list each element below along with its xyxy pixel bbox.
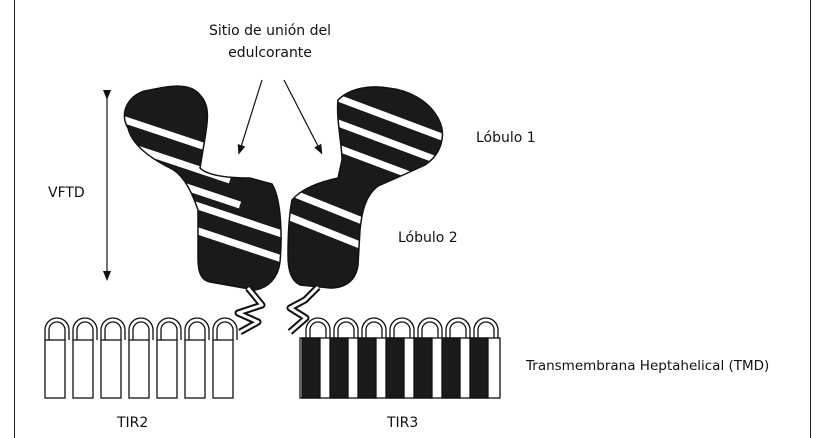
lobe2-label: Lóbulo 2 (398, 229, 458, 247)
lobe1-label: Lóbulo 1 (476, 129, 536, 147)
binding-site-label: Sitio de unión del edulcorante (180, 20, 360, 64)
tir3-label: TIR3 (387, 414, 418, 432)
left-vft-domain (100, 80, 300, 300)
right-vft-domain (280, 80, 450, 295)
tmd-label: Transmembrana Heptahelical (TMD) (526, 357, 769, 375)
binding-site-line2: edulcorante (180, 42, 360, 64)
binding-pointer-right (284, 80, 320, 150)
tir2-label: TIR2 (117, 414, 148, 432)
tir3-transmembrane (300, 318, 500, 398)
vftd-label: VFTD (48, 184, 85, 202)
binding-pointer-left (240, 80, 262, 150)
tir2-transmembrane (45, 318, 237, 398)
binding-site-line1: Sitio de unión del (180, 20, 360, 42)
